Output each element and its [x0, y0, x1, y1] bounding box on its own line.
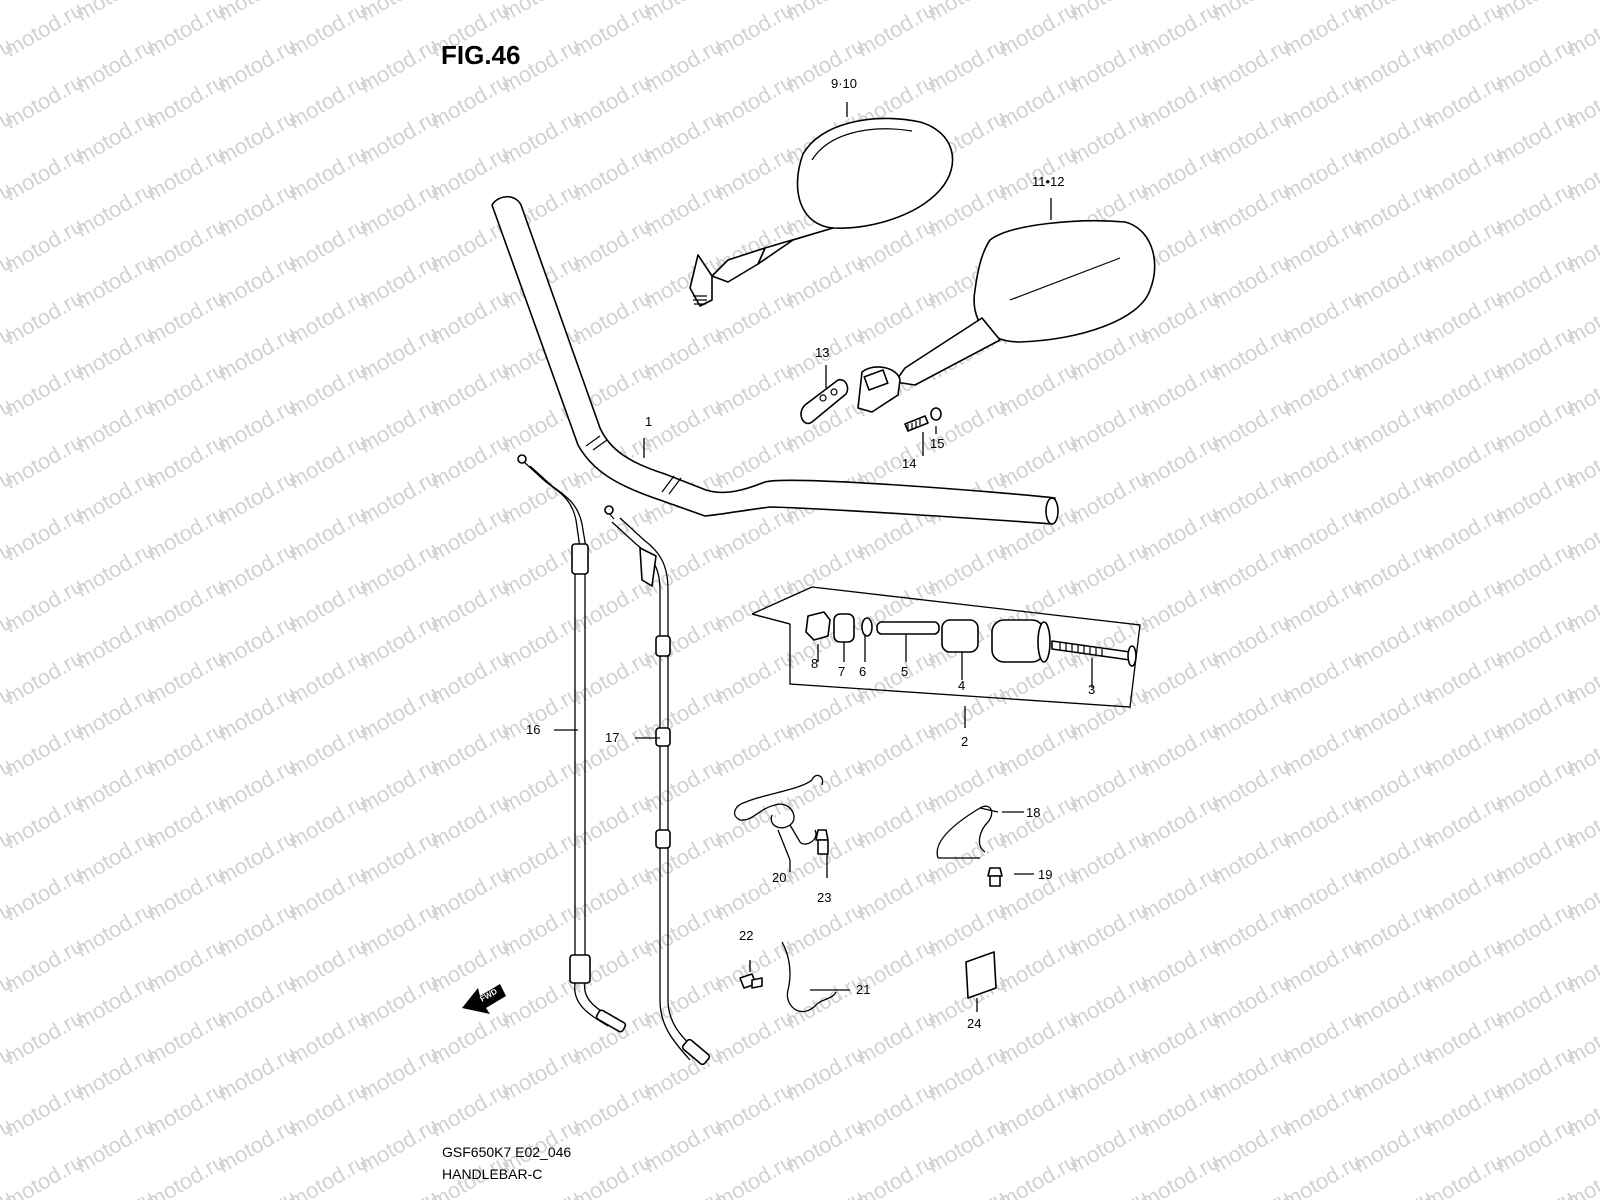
- throttle-cables: [517, 454, 711, 1066]
- right-mirror-part: [857, 220, 1156, 413]
- callout-7: 7: [838, 664, 845, 679]
- mirror-mount-parts: [800, 378, 942, 456]
- callout-17: 17: [605, 730, 619, 745]
- clamp-parts: [733, 774, 1003, 1013]
- callout-8: 8: [811, 656, 818, 671]
- callout-2: 2: [961, 734, 968, 749]
- callout-3: 3: [1088, 682, 1095, 697]
- callout-1: 1: [645, 414, 652, 429]
- callout-19: 19: [1038, 867, 1052, 882]
- callout-5: 5: [901, 664, 908, 679]
- callout-24: 24: [967, 1016, 981, 1031]
- callout-labels: 9·10 11•12 13 1 15 14 8 7 6 5 4 3 2 16 1…: [526, 76, 1095, 1031]
- figure-title: FIG.46: [441, 40, 521, 70]
- callout-15: 15: [930, 436, 944, 451]
- callout-6: 6: [859, 664, 866, 679]
- callout-16: 16: [526, 722, 540, 737]
- callout-18: 18: [1026, 805, 1040, 820]
- callout-20: 20: [772, 870, 786, 885]
- callout-22: 22: [739, 928, 753, 943]
- callout-11-12: 11•12: [1032, 174, 1065, 189]
- section-name: HANDLEBAR-C: [442, 1166, 543, 1182]
- callout-23: 23: [817, 890, 831, 905]
- bar-end-assembly: [751, 586, 1141, 708]
- left-mirror-part: [689, 117, 954, 307]
- callout-13: 13: [815, 345, 829, 360]
- callout-9-10: 9·10: [831, 76, 857, 91]
- diagram-code: GSF650K7 E02_046: [442, 1144, 572, 1160]
- callout-4: 4: [958, 678, 965, 693]
- callout-21: 21: [856, 982, 870, 997]
- fwd-arrow-icon: FWD: [462, 984, 506, 1014]
- callout-14: 14: [902, 456, 916, 471]
- handlebar-part: [491, 195, 1059, 525]
- leader-lines: [554, 102, 1093, 1012]
